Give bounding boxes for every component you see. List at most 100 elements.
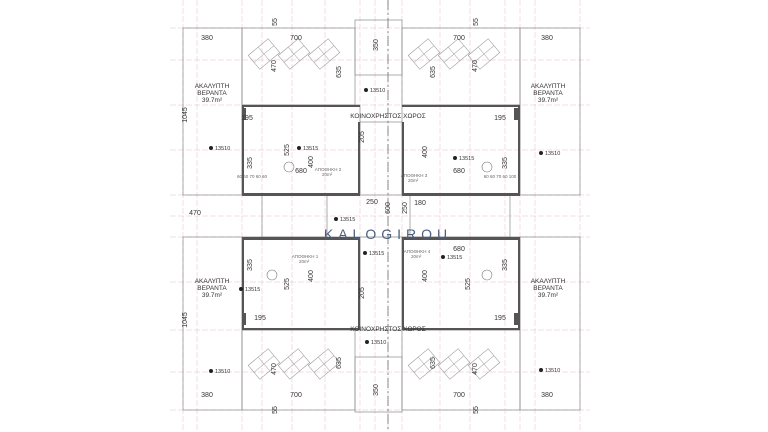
level-label: 13510	[215, 369, 230, 375]
level-marker-icon	[364, 88, 368, 92]
dimension-label: 635	[336, 66, 343, 78]
dimension-label: 400	[308, 156, 315, 168]
level-marker-icon	[365, 340, 369, 344]
solar-panels	[247, 38, 501, 380]
wall	[402, 122, 404, 195]
wall	[402, 328, 520, 330]
wall	[242, 237, 244, 330]
veranda-label: ΒΕΡΑΝΤΑ	[197, 90, 227, 97]
solar-panel	[437, 348, 471, 380]
dimension-label: 700	[453, 35, 465, 42]
veranda-label: ΑΚΑΛΥΠΤΗ	[531, 278, 566, 285]
wall	[514, 108, 518, 120]
wall	[242, 193, 360, 196]
veranda-label: 39.7m²	[202, 292, 223, 299]
dimension-label: 470	[472, 60, 479, 72]
veranda-label: ΑΚΑΛΥΠΤΗ	[531, 83, 566, 90]
storage-room-area: 20m²	[408, 178, 419, 183]
dimension-label: 380	[201, 35, 213, 42]
dimension-label: 60 60 70 60 60	[237, 174, 268, 179]
common-area-label-top: ΚΟΙΝΟΧΡΗΣΤΟΣ ΧΩΡΟΣ	[350, 113, 425, 120]
solar-panel	[407, 348, 441, 380]
dimension-label: 205	[359, 131, 366, 143]
wall	[402, 193, 520, 196]
level-label: 13510	[370, 88, 385, 94]
level-label: 13515	[459, 156, 474, 162]
wall	[242, 237, 360, 240]
dimension-label: 700	[290, 35, 302, 42]
dimension-label: 380	[541, 392, 553, 399]
dimension-label: 1045	[182, 107, 189, 123]
level-marker-icon	[363, 251, 367, 255]
dimension-label: 55	[272, 406, 279, 414]
kalogirou-logo: KALOGIROU	[324, 226, 452, 242]
level-marker-icon	[297, 146, 301, 150]
dimension-label: 525	[284, 278, 291, 290]
wall	[518, 237, 520, 330]
storage-room-label: ΑΠΟΘΗΚΗ 4	[404, 249, 431, 254]
solar-panel	[247, 38, 281, 70]
dimension-label: 350	[373, 384, 380, 396]
dimension-label: 195	[494, 115, 506, 122]
level-label: 13515	[369, 251, 384, 257]
storage-room-label: ΑΠΟΘΗΚΗ 3	[401, 173, 428, 178]
dimension-label: 680	[453, 246, 465, 253]
level-marker-icon	[239, 287, 243, 291]
table-icon	[481, 161, 493, 173]
dimension-label: 180	[414, 200, 426, 207]
dimension-label: 700	[290, 392, 302, 399]
veranda-label: ΒΕΡΑΝΤΑ	[533, 285, 563, 292]
storage-room-area: 20m²	[299, 259, 310, 264]
outline	[359, 121, 403, 196]
dimension-label: 635	[430, 357, 437, 369]
common-area-label-bottom: ΚΟΙΝΟΧΡΗΣΤΟΣ ΧΩΡΟΣ	[350, 326, 425, 333]
wall	[242, 328, 360, 330]
dimension-label: 600	[385, 202, 392, 214]
dimension-label: 470	[472, 363, 479, 375]
solar-panel	[407, 38, 441, 70]
level-label: 13515	[245, 287, 260, 293]
solar-panel	[307, 348, 341, 380]
outline	[354, 19, 403, 76]
plan-labels: ΚΟΙΝΟΧΡΗΣΤΟΣ ΧΩΡΟΣ ΚΟΙΝΟΧΡΗΣΤΟΣ ΧΩΡΟΣ 38…	[182, 18, 566, 414]
level-label: 13515	[340, 217, 355, 223]
dimension-label: 700	[453, 392, 465, 399]
solar-panel	[467, 348, 501, 380]
table-icon	[481, 269, 493, 281]
outline	[519, 236, 581, 411]
table-icon	[266, 269, 278, 281]
veranda-label: ΑΚΑΛΥΠΤΗ	[195, 83, 230, 90]
storage-room-area: 20m²	[322, 172, 333, 177]
wall	[242, 108, 246, 120]
level-label: 13510	[215, 146, 230, 152]
dimension-label: 55	[272, 18, 279, 26]
veranda-label: ΒΕΡΑΝΤΑ	[197, 285, 227, 292]
outline	[182, 27, 243, 196]
level-marker-icon	[334, 217, 338, 221]
outline	[354, 356, 403, 413]
solar-panel	[247, 348, 281, 380]
outline	[182, 236, 243, 411]
dimension-label: 195	[241, 115, 253, 122]
wall	[358, 237, 360, 330]
level-marker-icon	[441, 255, 445, 259]
solar-panel	[277, 348, 311, 380]
solar-panel	[277, 38, 311, 70]
dimension-label: 680	[453, 168, 465, 175]
level-marker-icon	[209, 146, 213, 150]
dimension-label: 525	[465, 278, 472, 290]
veranda-label: ΒΕΡΑΝΤΑ	[533, 90, 563, 97]
solar-panel	[467, 38, 501, 70]
wall	[402, 237, 520, 240]
level-label: 13515	[303, 146, 318, 152]
level-label: 13510	[545, 368, 560, 374]
dimension-label: 335	[502, 259, 509, 271]
dimension-label: 635	[336, 357, 343, 369]
level-marker-icon	[539, 368, 543, 372]
wall	[402, 237, 404, 330]
dimension-label: 60 60 70 60 100	[484, 174, 517, 179]
wall	[242, 105, 360, 107]
dimension-label: 380	[541, 35, 553, 42]
dimension-label: 400	[422, 146, 429, 158]
